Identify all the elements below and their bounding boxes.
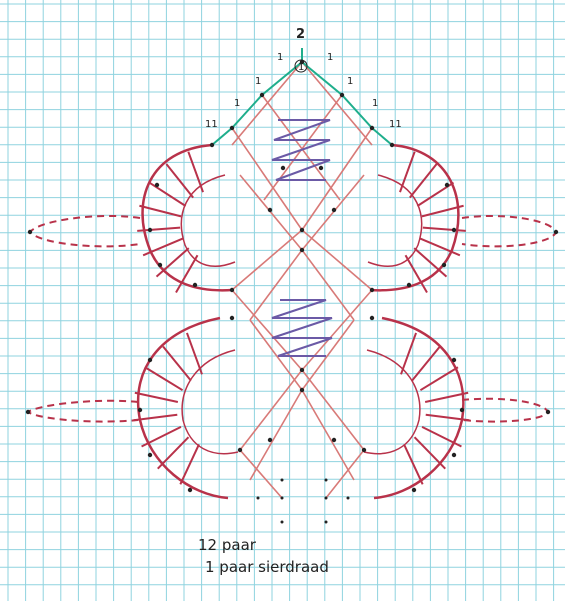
pin-hole <box>230 126 234 130</box>
pin-hole <box>332 208 336 212</box>
right-1b-label: 1 <box>347 76 353 87</box>
right-11-label: 11 <box>389 119 402 130</box>
pin-hole <box>193 283 197 287</box>
pin-hole <box>442 263 446 267</box>
pin-hole <box>407 283 411 287</box>
pin-hole <box>370 126 374 130</box>
pin-hole <box>460 408 464 412</box>
pin-hole <box>554 230 558 234</box>
pin-hole <box>268 438 272 442</box>
right-1c-label: 1 <box>372 98 378 109</box>
pin-hole <box>26 410 30 414</box>
pin-hole <box>238 448 242 452</box>
note-line-1: 12 paar <box>198 536 257 554</box>
pin-hole <box>148 453 152 457</box>
pin-hole <box>390 143 394 147</box>
left-1b-label: 1 <box>255 76 261 87</box>
top-number-label: 2 <box>296 27 305 42</box>
pin-hole <box>546 410 550 414</box>
left-1c-label: 1 <box>234 98 240 109</box>
pin-hole <box>148 358 152 362</box>
pin-hole <box>332 438 336 442</box>
pin-hole <box>260 93 264 97</box>
pin-hole <box>281 166 285 170</box>
pin-hole <box>300 368 304 372</box>
pin-hole <box>158 263 162 267</box>
pin-hole <box>155 183 159 187</box>
pin-hole <box>230 288 234 292</box>
pin-hole <box>362 448 366 452</box>
pin-hole <box>300 248 304 252</box>
pin-hole <box>412 488 416 492</box>
pin-hole <box>28 230 32 234</box>
pin-hole <box>452 228 456 232</box>
pin-hole <box>148 228 152 232</box>
pin-hole <box>452 358 456 362</box>
pin-hole <box>340 93 344 97</box>
left-1a-label: 1 <box>277 52 283 63</box>
pin-hole <box>300 388 304 392</box>
pin-hole <box>188 488 192 492</box>
pin-hole <box>138 408 142 412</box>
left-11-label: 11 <box>205 119 218 130</box>
pin-hole <box>210 143 214 147</box>
pin-hole <box>452 453 456 457</box>
pin-hole <box>319 166 323 170</box>
right-1a-label: 1 <box>327 52 333 63</box>
pin-hole <box>230 316 234 320</box>
pin-hole <box>370 288 374 292</box>
pin-hole <box>370 316 374 320</box>
note-line-2: 1 paar sierdraad <box>205 558 329 576</box>
pin-hole <box>445 183 449 187</box>
top-circled-label: 1 <box>298 62 304 73</box>
pin-hole <box>300 228 304 232</box>
pin-hole <box>268 208 272 212</box>
